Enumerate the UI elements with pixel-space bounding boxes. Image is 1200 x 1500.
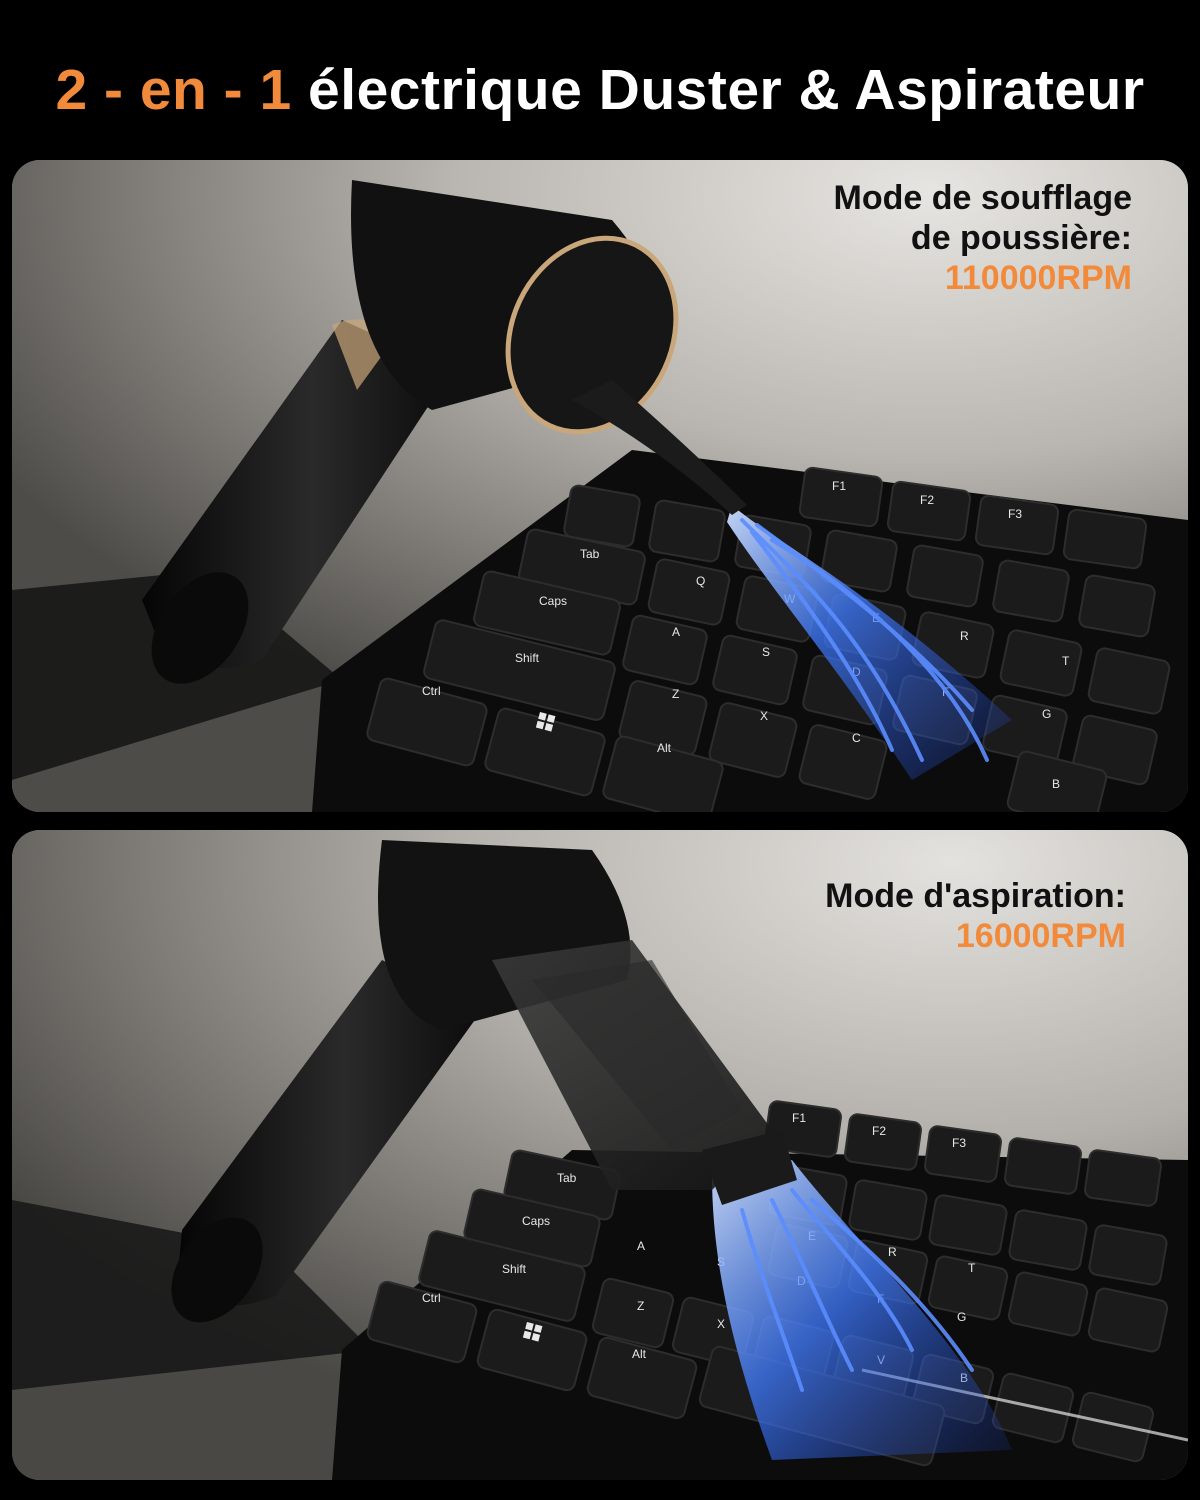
key-label: F3 (952, 1136, 966, 1150)
vacuum-device-icon (171, 840, 797, 1323)
key-label: A (672, 625, 680, 639)
page-title: 2 - en - 1 électrique Duster & Aspirateu… (0, 50, 1200, 130)
blow-mode-illustration: F1 F2 F3 Tab Caps Shift Ctrl Q W E R T A… (12, 160, 1188, 812)
key-label: Ctrl (422, 1291, 441, 1305)
suction-mode-rpm: 16000RPM (955, 917, 1126, 955)
key-label: Z (637, 1299, 644, 1313)
key-label: X (760, 709, 768, 723)
key-label: F1 (792, 1111, 806, 1125)
key-label: B (1052, 777, 1060, 791)
key-label: Z (672, 687, 679, 701)
suction-mode-illustration: F1 F2 F3 Tab Caps Shift Ctrl E R T A S D… (12, 830, 1188, 1480)
key-label: F2 (920, 493, 934, 507)
key-label: Alt (657, 741, 672, 755)
key-label: A (637, 1239, 645, 1253)
airflow-arrows-icon (727, 505, 1012, 780)
blow-mode-label-line2: de poussière: (910, 219, 1132, 257)
page-title-rest: électrique Duster & Aspirateur (291, 58, 1145, 122)
key-label: X (717, 1317, 725, 1331)
key-label: Ctrl (422, 684, 441, 698)
windows-key-icon (522, 1322, 543, 1342)
suction-mode-panel: F1 F2 F3 Tab Caps Shift Ctrl E R T A S D… (12, 830, 1188, 1480)
key-label: F3 (1008, 507, 1022, 521)
duster-device-icon (142, 180, 747, 684)
airflow-arrows-icon (712, 1160, 1012, 1460)
key-label: Tab (557, 1171, 577, 1185)
blow-mode-caption: Mode de soufflage de poussière: 110000RP… (834, 178, 1132, 298)
key-label: G (957, 1310, 966, 1324)
key-label: S (762, 645, 770, 659)
key-label: T (968, 1261, 976, 1275)
suction-mode-caption: Mode d'aspiration: 16000RPM (825, 876, 1126, 956)
windows-key-icon (535, 712, 556, 732)
page-title-accent: 2 - en - 1 (55, 58, 292, 122)
key-label: F1 (832, 479, 846, 493)
key-label: Caps (522, 1214, 550, 1228)
blow-mode-rpm: 110000RPM (944, 259, 1132, 297)
key-label: Shift (515, 651, 540, 665)
key-label: T (1062, 654, 1070, 668)
key-label: Caps (539, 594, 567, 608)
key-label: R (888, 1245, 897, 1259)
key-label: Alt (632, 1347, 647, 1361)
key-label: F2 (872, 1124, 886, 1138)
suction-mode-label: Mode d'aspiration: (825, 877, 1126, 915)
key-label: C (852, 731, 861, 745)
blow-mode-panel: F1 F2 F3 Tab Caps Shift Ctrl Q W E R T A… (12, 160, 1188, 812)
blow-mode-label-line1: Mode de soufflage (833, 179, 1132, 217)
key-label: R (960, 629, 969, 643)
key-label: Shift (502, 1262, 527, 1276)
key-label: G (1042, 707, 1051, 721)
key-label: Tab (580, 547, 600, 561)
key-label: Q (696, 574, 705, 588)
